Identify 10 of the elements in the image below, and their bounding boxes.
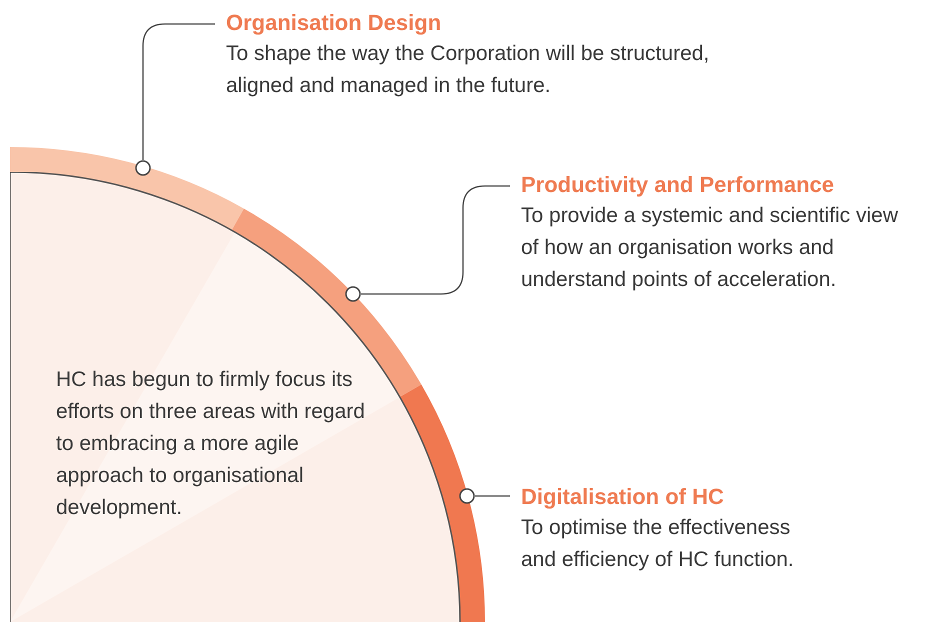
leader-line (361, 185, 510, 295)
leader-line (475, 495, 510, 497)
description-text: To optimise the effectiveness and efficiency of HC function. (521, 515, 795, 573)
section-heading: Organisation Design (226, 9, 442, 37)
section-heading: Digitalisation of HC (521, 483, 725, 511)
section-heading: Productivity and Performance (521, 171, 835, 199)
leader-line (142, 23, 215, 160)
description-text: To provide a systemic and scientific view of how an organisation works and understand points of acceleration. (521, 203, 899, 293)
description-text: To shape the way the Corporation will be structured, aligned and managed in the future. (226, 41, 710, 99)
description-text: HC has begun to firmly focus its efforts on three areas with regard to embracing a more agile approach to organisational development. (56, 367, 366, 521)
